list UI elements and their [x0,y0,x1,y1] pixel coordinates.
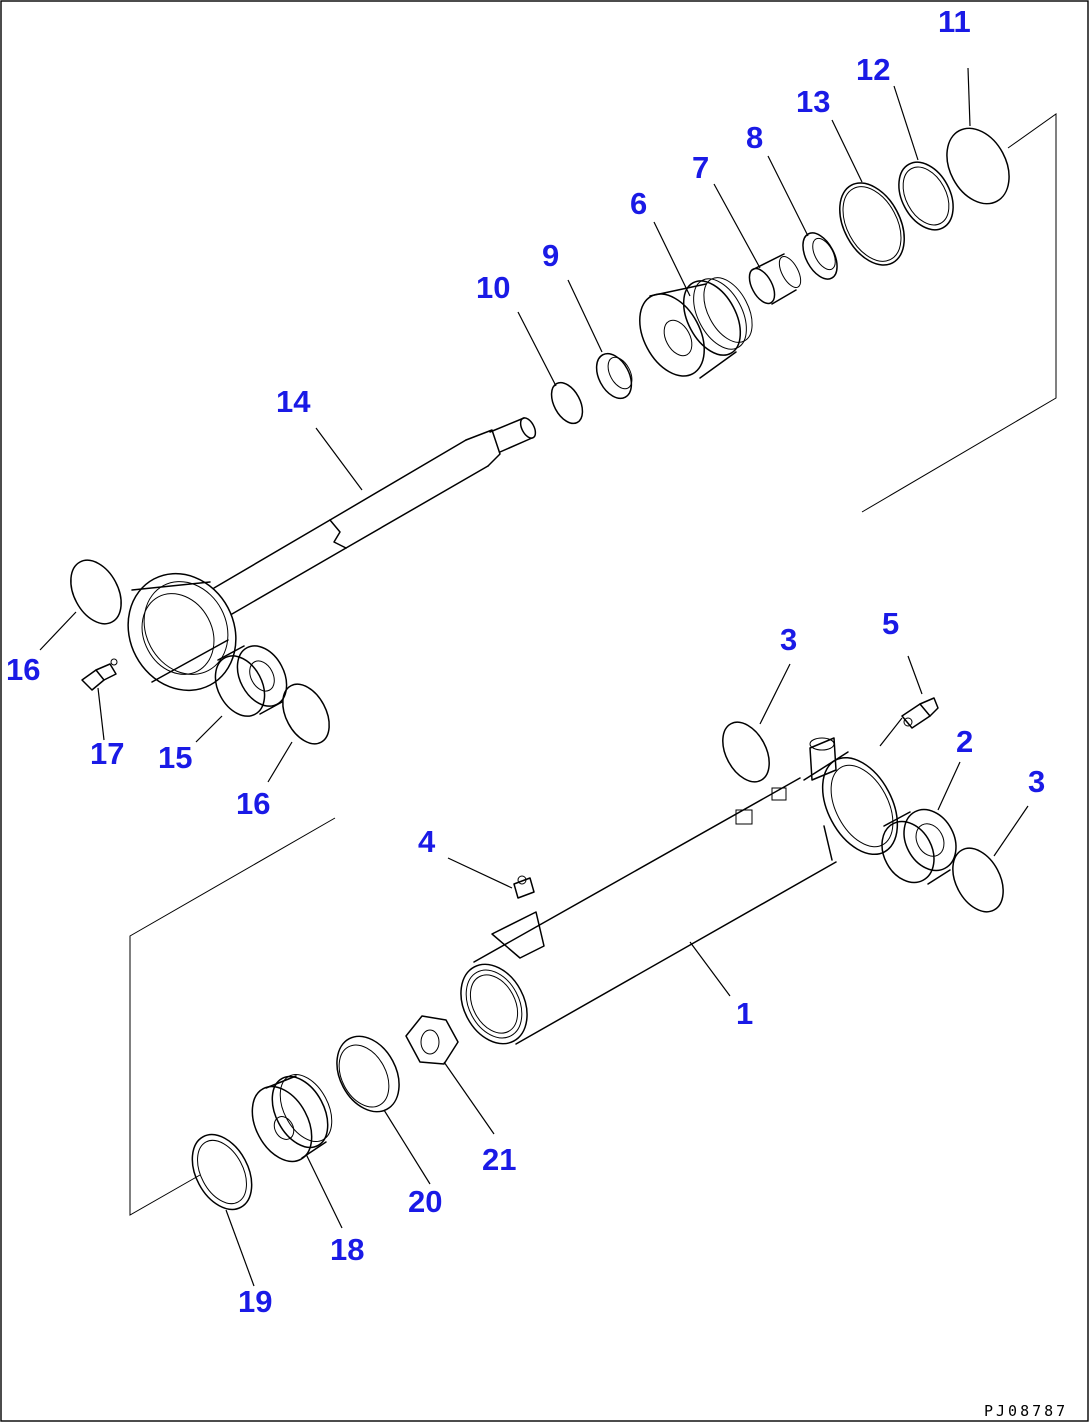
callout-20: 20 [408,1184,442,1219]
callout-2: 2 [956,724,973,759]
callout-4: 4 [418,824,436,859]
callout-13: 13 [796,84,830,119]
callout-15: 15 [158,740,192,775]
callout-17: 17 [90,736,124,771]
part-17-grease-fitting [81,658,118,691]
part-8-ring [802,232,838,280]
callout-3-right: 3 [1028,764,1045,799]
callout-3-upper: 3 [780,622,797,657]
callout-12: 12 [856,52,890,87]
callout-18: 18 [330,1232,364,1267]
part-20-ring [336,1035,400,1113]
part-19-ring [191,1133,253,1211]
callout-5: 5 [882,606,899,641]
callout-19: 19 [238,1284,272,1319]
part-16-ring-lower [282,683,330,745]
part-11-ring [946,127,1010,205]
part-9-ring [595,352,633,400]
callout-16-upper: 16 [6,652,40,687]
part-5-grease-fitting [901,697,939,729]
callout-9: 9 [542,238,559,273]
callout-14: 14 [276,384,311,419]
callout-8: 8 [746,120,763,155]
callout-11: 11 [938,4,971,39]
part-10-ring [550,381,584,425]
assembly-bracket-upper [861,113,1057,513]
callout-16-lower: 16 [236,786,270,821]
part-13-ring [839,182,905,266]
part-18-gland [251,1074,333,1163]
callout-21: 21 [482,1142,516,1177]
part-14-piston-rod [127,417,537,692]
part-1-cylinder-tube [460,737,899,1045]
leader-lines [39,67,1029,1287]
part-16-ring-upper [70,559,122,625]
part-12-ring [898,161,954,231]
assembly-bracket-lower [129,817,336,1216]
callout-6: 6 [630,186,647,221]
drawing-code: PJ08787 [984,1402,1068,1420]
part-6-piston [639,277,753,379]
part-15-bushing [214,645,288,717]
part-7-bushing [748,253,802,305]
part-21-nut [405,1015,459,1065]
part-2-bushing [881,808,957,885]
part-4-grease-fitting [513,875,535,899]
callout-10: 10 [476,270,510,305]
callout-7: 7 [692,150,709,185]
part-3-ring-right [952,847,1004,913]
part-3-ring-upper [722,721,770,783]
callout-1: 1 [736,996,753,1031]
